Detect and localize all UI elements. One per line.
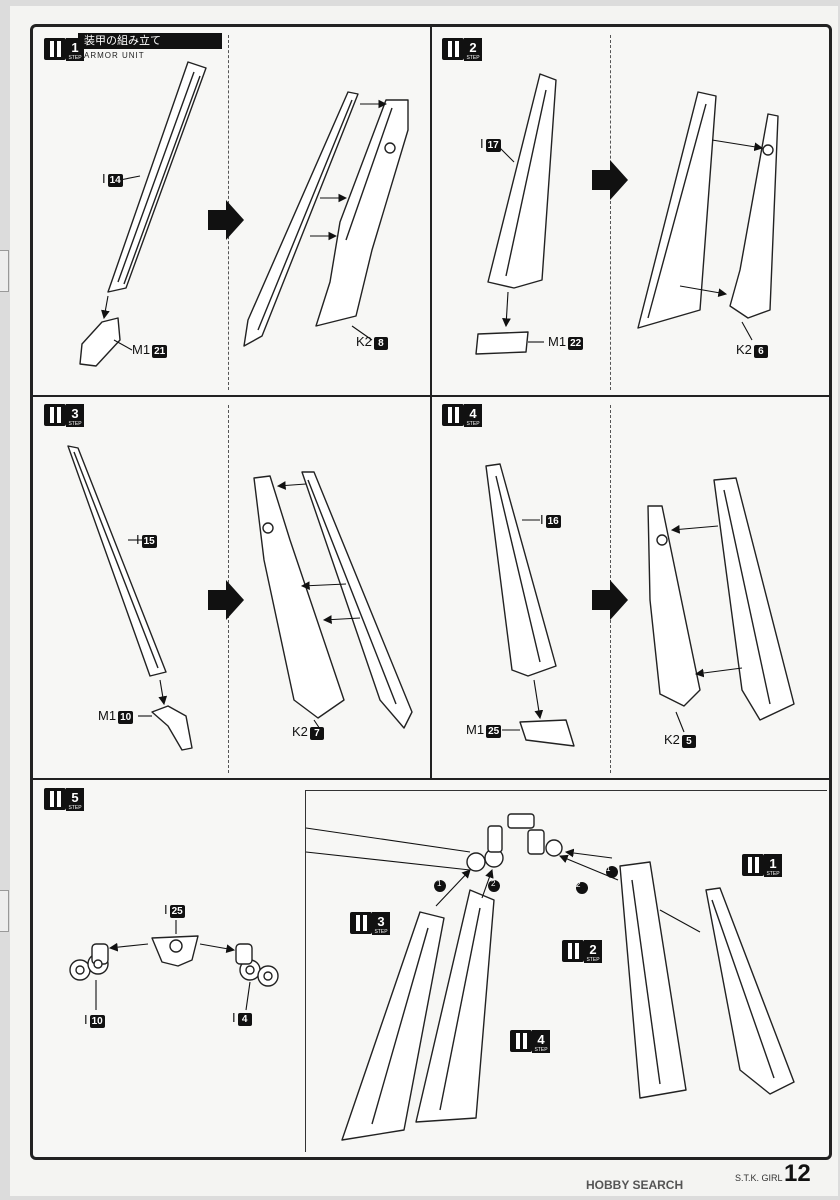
step-number: 3 [372, 912, 390, 931]
armor-part-m25 [519, 719, 575, 747]
binding-clip [0, 890, 9, 932]
order-marker-2 [488, 880, 500, 892]
armor-part-m22 [475, 331, 529, 355]
armor-assembled-step4 [415, 889, 495, 1123]
joint-part-i25 [151, 935, 199, 967]
panel-divider [30, 778, 829, 780]
next-arrow-icon [592, 160, 628, 200]
page-number: 12 [784, 1160, 811, 1187]
armor-part-i14-b [243, 91, 359, 347]
step-bars-icon [442, 38, 464, 60]
panel-divider [30, 395, 829, 397]
armor-part-m21 [79, 317, 121, 367]
step-word: STEP [464, 421, 482, 427]
order-marker-2 [576, 882, 588, 894]
step-word: STEP [372, 929, 390, 935]
next-arrow-icon [208, 200, 244, 240]
step-word: STEP [764, 871, 782, 877]
joint-part-i10 [69, 943, 109, 981]
section-subtitle: ARMOR UNIT [84, 51, 145, 60]
binding-clip [0, 250, 9, 292]
step-bars-icon [562, 940, 584, 962]
section-title: 装甲の組み立て [78, 33, 222, 49]
step-bars-icon [510, 1030, 532, 1052]
step-bars-icon [442, 404, 464, 426]
armor-part-m10 [151, 705, 193, 751]
joint-assembly [466, 813, 563, 872]
product-name: S.T.K. GIRL [735, 1173, 783, 1183]
order-marker-1 [434, 880, 446, 892]
armor-part-i14 [107, 61, 207, 293]
step-word: STEP [66, 55, 84, 61]
armor-part-i17-b [637, 91, 717, 329]
step-word: STEP [66, 421, 84, 427]
step-word: STEP [66, 805, 84, 811]
order-marker-label: 2 [576, 880, 581, 889]
armor-part-k2-5 [647, 505, 701, 707]
step-number: 1 [764, 854, 782, 873]
armor-part-k2-7 [253, 475, 345, 719]
zoom-box-edge [305, 790, 306, 1152]
panel-divider [430, 24, 432, 779]
armor-assembled-step2 [619, 861, 687, 1099]
joint-part-i4 [235, 943, 279, 987]
armor-assembled-step1 [705, 887, 795, 1095]
armor-part-i17 [487, 73, 557, 289]
step-word: STEP [584, 957, 602, 963]
step-bars-icon [44, 38, 66, 60]
step-number: 3 [66, 404, 84, 423]
step-bars-icon [44, 788, 66, 810]
armor-part-i16 [485, 463, 557, 677]
zoom-box-edge [305, 790, 827, 791]
step-word: STEP [532, 1047, 550, 1053]
watermark: HOBBY SEARCH [586, 1178, 684, 1192]
dashed-divider [610, 35, 611, 390]
armor-part-i15-b [301, 471, 413, 729]
order-marker-1 [606, 866, 618, 878]
step-number: 4 [464, 404, 482, 423]
armor-part-i16-b [713, 477, 795, 721]
step-bars-icon [742, 854, 764, 876]
armor-part-k2-6 [729, 113, 779, 319]
step-word: STEP [464, 55, 482, 61]
next-arrow-icon [592, 580, 628, 620]
armor-part-k2-8 [315, 99, 409, 327]
armor-part-i15 [67, 445, 167, 677]
step-bars-icon [350, 912, 372, 934]
order-marker-label: 1 [606, 864, 611, 873]
step-bars-icon [44, 404, 66, 426]
armor-assembled-step3 [341, 911, 445, 1141]
next-arrow-icon [208, 580, 244, 620]
order-marker-label: 1 [437, 879, 442, 888]
order-marker-label: 2 [491, 879, 496, 888]
step-number: 2 [464, 38, 482, 57]
